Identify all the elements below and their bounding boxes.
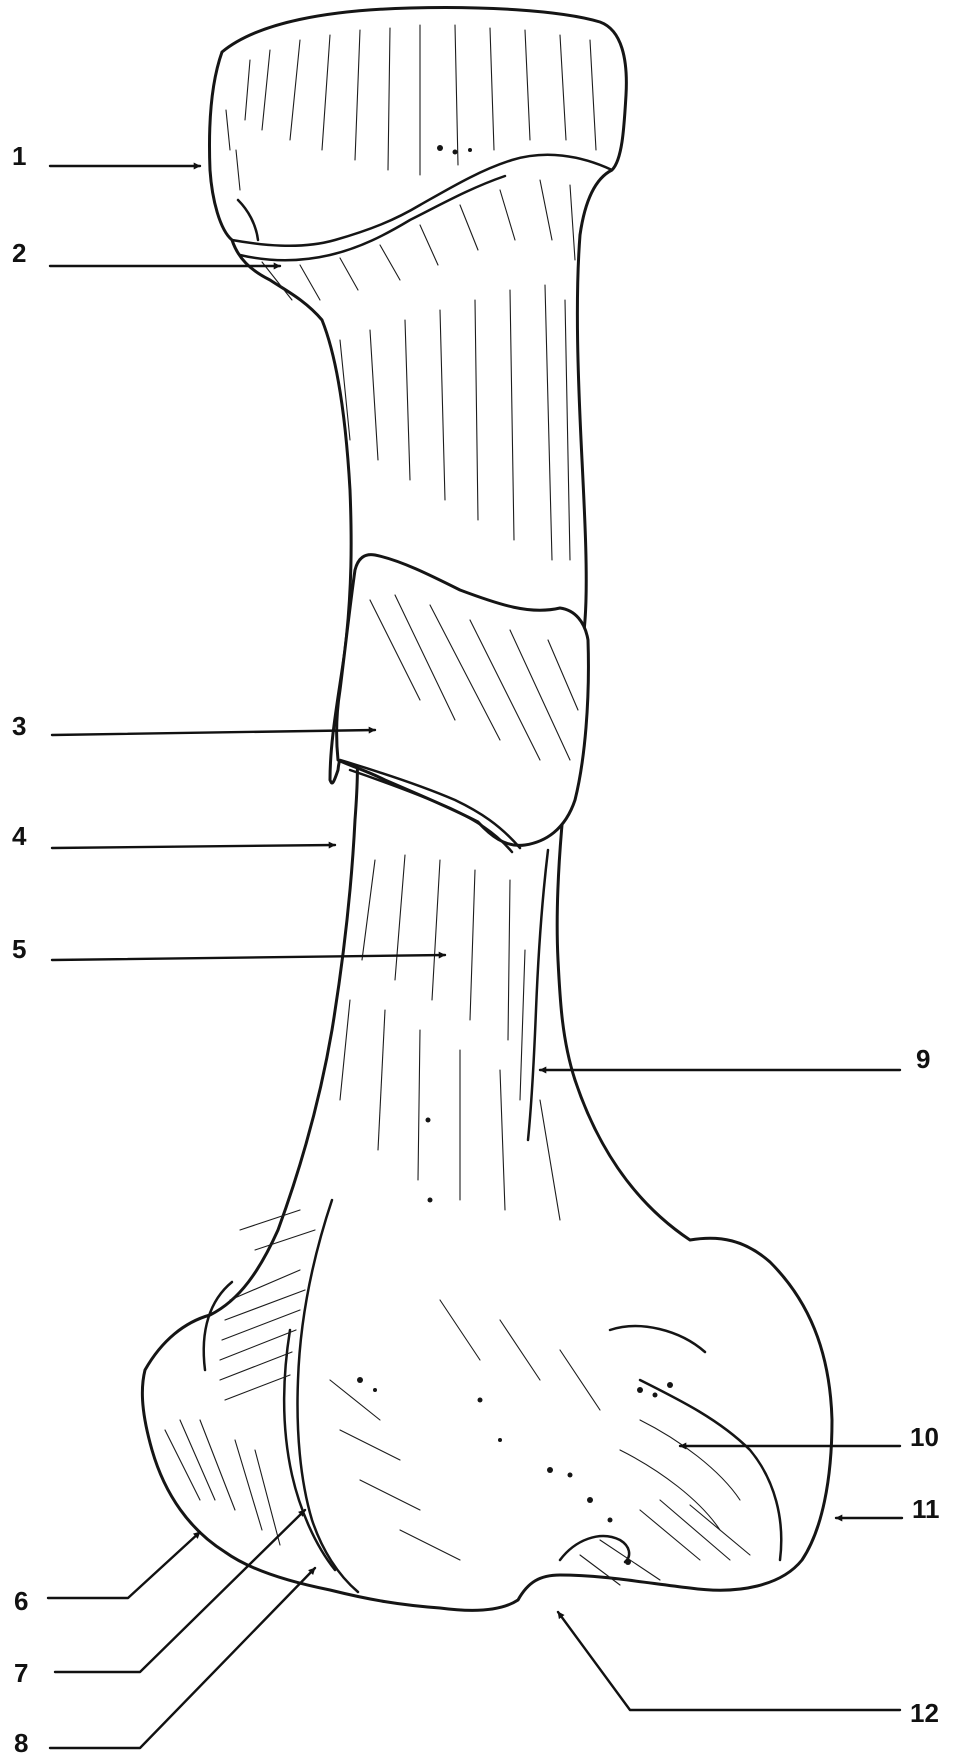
bone-drawing — [142, 8, 832, 1611]
label-12: 12 — [910, 1698, 939, 1728]
arrow-3 — [52, 730, 375, 735]
label-3: 3 — [12, 711, 26, 741]
arrow-12 — [558, 1612, 900, 1710]
label-1: 1 — [12, 141, 26, 171]
arrow-6 — [48, 1532, 200, 1598]
label-5: 5 — [12, 934, 26, 964]
label-11: 11 — [912, 1494, 940, 1524]
label-4: 4 — [12, 821, 27, 851]
label-7: 7 — [14, 1658, 28, 1688]
arrow-4 — [52, 845, 335, 848]
label-8: 8 — [14, 1728, 28, 1758]
label-2: 2 — [12, 238, 26, 268]
arrow-8 — [50, 1568, 315, 1748]
label-6: 6 — [14, 1586, 28, 1616]
label-10: 10 — [910, 1422, 939, 1452]
label-9: 9 — [916, 1044, 930, 1074]
